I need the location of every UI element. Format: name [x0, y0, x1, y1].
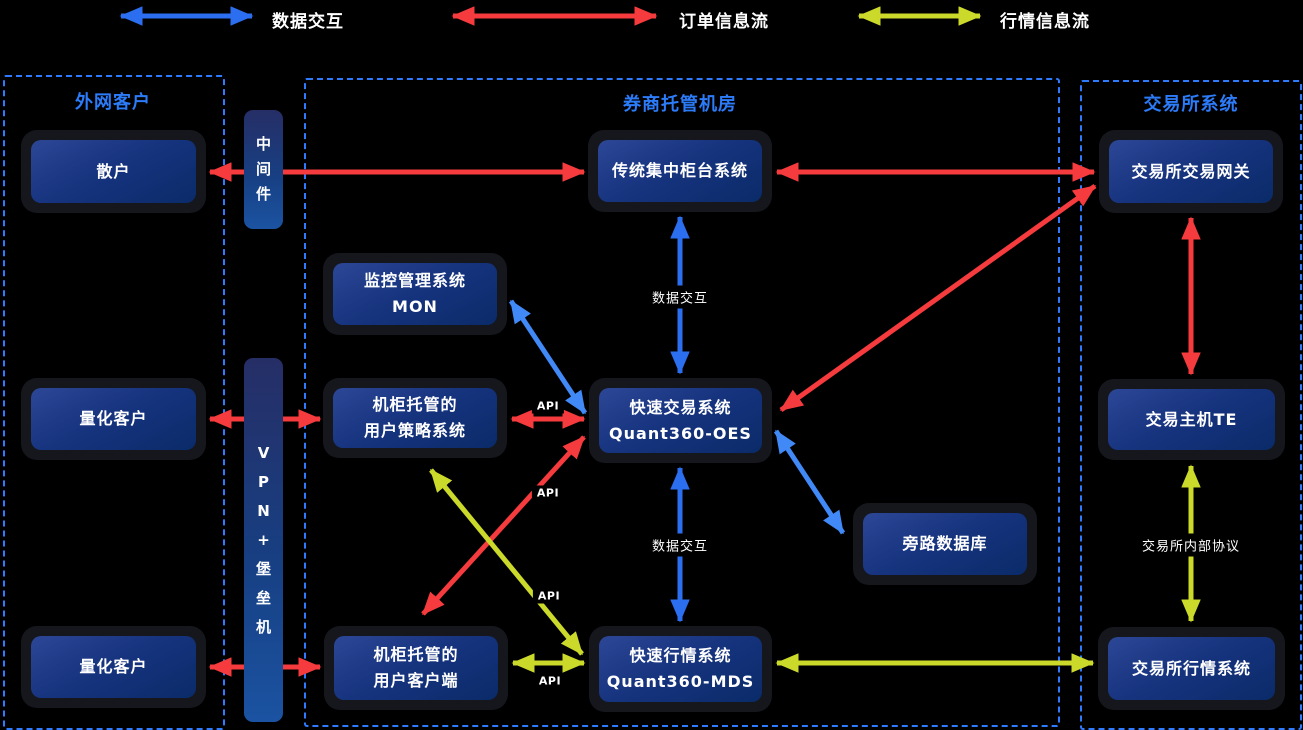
edge-oes-client-red [421, 435, 586, 616]
node-mon-label-line2: MON [392, 297, 438, 316]
node-exchange-market: 交易所行情系统 [1098, 627, 1285, 710]
node-market-label: 交易所行情系统 [1131, 658, 1251, 678]
node-retail-label: 散户 [96, 161, 131, 181]
node-oes-label-line2: Quant360-OES [609, 423, 752, 443]
node-monitor-mon: 监控管理系统 MON [323, 253, 507, 335]
node-counter-system: 传统集中柜台系统 [588, 130, 772, 212]
node-mds-label-line1: 快速行情系统 [629, 646, 732, 666]
section-title-exchange: 交易所系统 [1143, 94, 1239, 115]
node-strategy-label-line2: 用户策略系统 [363, 421, 466, 440]
node-gateway-label: 交易所交易网关 [1131, 161, 1251, 181]
node-trading-host-te: 交易主机TE [1098, 379, 1285, 460]
node-bypass-db: 旁路数据库 [853, 503, 1037, 585]
node-mon-label-line1: 监控管理系统 [363, 271, 466, 291]
node-te-label: 交易主机TE [1145, 409, 1238, 429]
edge-label-data-interaction-bottom: 数据交互 [644, 533, 716, 557]
edge-label-api-1: API [531, 398, 565, 414]
legend-label-market: 行情信息流 [1000, 12, 1090, 32]
node-client-label-line2: 用户客户端 [373, 671, 459, 690]
edge-label-api-2: API [531, 485, 565, 501]
node-bypassdb-label: 旁路数据库 [902, 534, 988, 554]
legend-label-data: 数据交互 [272, 12, 344, 32]
edge-strategy-mds-yellow [429, 468, 584, 656]
node-counter-label: 传统集中柜台系统 [611, 161, 748, 181]
node-client-label-line1: 机柜托管的 [373, 645, 459, 665]
node-oes-label-line1: 快速交易系统 [629, 397, 732, 417]
node-mds: 快速行情系统 Quant360-MDS [589, 626, 772, 712]
section-title-external: 外网客户 [75, 92, 151, 113]
edge-oes-gateway-red [779, 183, 1097, 413]
edge-label-internal-protocol: 交易所内部协议 [1134, 533, 1248, 557]
node-strategy-label-line1: 机柜托管的 [372, 395, 458, 415]
section-title-broker: 券商托管机房 [623, 94, 737, 115]
node-mds-label-line2: Quant360-MDS [606, 672, 755, 691]
node-user-strategy: 机柜托管的 用户策略系统 [323, 378, 507, 458]
node-exchange-gateway: 交易所交易网关 [1099, 130, 1283, 213]
middleware-bar-label: 中间件 [255, 135, 271, 203]
middleware-bar: 中间件 [244, 110, 283, 229]
legend-label-order: 订单信息流 [679, 12, 769, 32]
node-quant2-label: 量化客户 [79, 657, 148, 677]
node-retail: 散户 [21, 130, 206, 213]
node-quant-client-1: 量化客户 [21, 378, 206, 460]
node-user-client: 机柜托管的 用户客户端 [324, 626, 508, 710]
edge-label-api-4: API [533, 673, 567, 689]
section-external-clients [3, 75, 225, 730]
edge-label-data-interaction-top: 数据交互 [644, 285, 716, 309]
node-quant-client-2: 量化客户 [21, 626, 206, 708]
edge-oes-bypassdb-blue [773, 429, 846, 535]
node-quant1-label: 量化客户 [79, 409, 148, 429]
edge-mon-oes-blue [508, 299, 588, 415]
edge-label-api-3: API [532, 588, 566, 604]
node-oes: 快速交易系统 Quant360-OES [589, 378, 772, 463]
